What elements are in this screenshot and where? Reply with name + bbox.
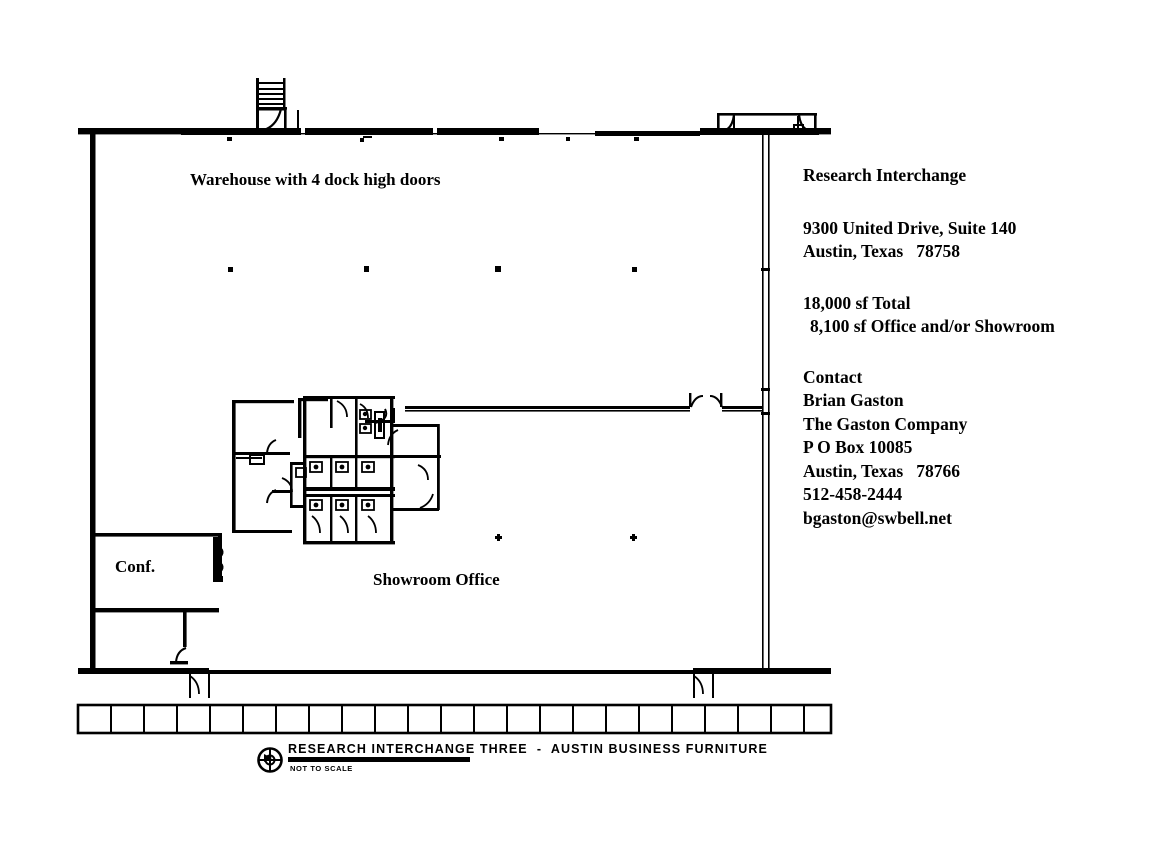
contact-po-box: P O Box 10085: [803, 437, 913, 457]
contact-name: Brian Gaston: [803, 390, 904, 410]
contact-company: The Gaston Company: [803, 413, 968, 434]
stair-treads: [258, 82, 284, 105]
label-warehouse: Warehouse with 4 dock high doors: [190, 170, 441, 189]
address-line-1: 9300 United Drive, Suite 140: [803, 217, 1017, 238]
stair-and-entry-vestibule-top: [256, 78, 299, 134]
contact-phone: 512-458-2444: [803, 484, 903, 504]
property-info-block: Research Interchange 9300 United Drive, …: [803, 164, 1133, 530]
entry-vestibule-top-right: [717, 113, 817, 135]
contact-city-state-zip: Austin, Texas 78766: [803, 460, 961, 481]
right-exterior-wall: [761, 131, 770, 673]
building-shell: [78, 124, 831, 674]
top-exterior-wall: [78, 124, 831, 151]
bottom-exterior-wall: [78, 668, 831, 674]
sidewalk-grid: [76, 703, 833, 735]
title-block-scale-note: NOT TO SCALE: [290, 764, 353, 773]
office-rooms-right: [387, 424, 441, 511]
column-marks-showroom: [495, 534, 637, 541]
contact-email: bgaston@swbell.net: [803, 507, 953, 528]
demising-wall-horizontal: [365, 393, 763, 424]
label-conference-room: Conf.: [115, 557, 156, 576]
address-line-2: Austin, Texas 78758: [803, 241, 961, 261]
contact-heading: Contact: [803, 366, 863, 387]
title-block-title: RESEARCH INTERCHANGE THREE - AUSTIN BUSI…: [288, 742, 768, 756]
label-showroom-office: Showroom Office: [373, 570, 500, 589]
title-block-rule: [288, 757, 470, 762]
column-marks-warehouse: [228, 266, 637, 272]
showroom-partitions: [95, 398, 714, 698]
north-arrow-icon: [257, 747, 283, 773]
area-total: 18,000 sf Total: [803, 292, 911, 313]
left-exterior-wall: [90, 128, 96, 673]
office-core: [272, 396, 395, 545]
area-office-showroom: 8,100 sf Office and/or Showroom: [810, 316, 1055, 336]
property-name: Research Interchange: [803, 165, 967, 185]
